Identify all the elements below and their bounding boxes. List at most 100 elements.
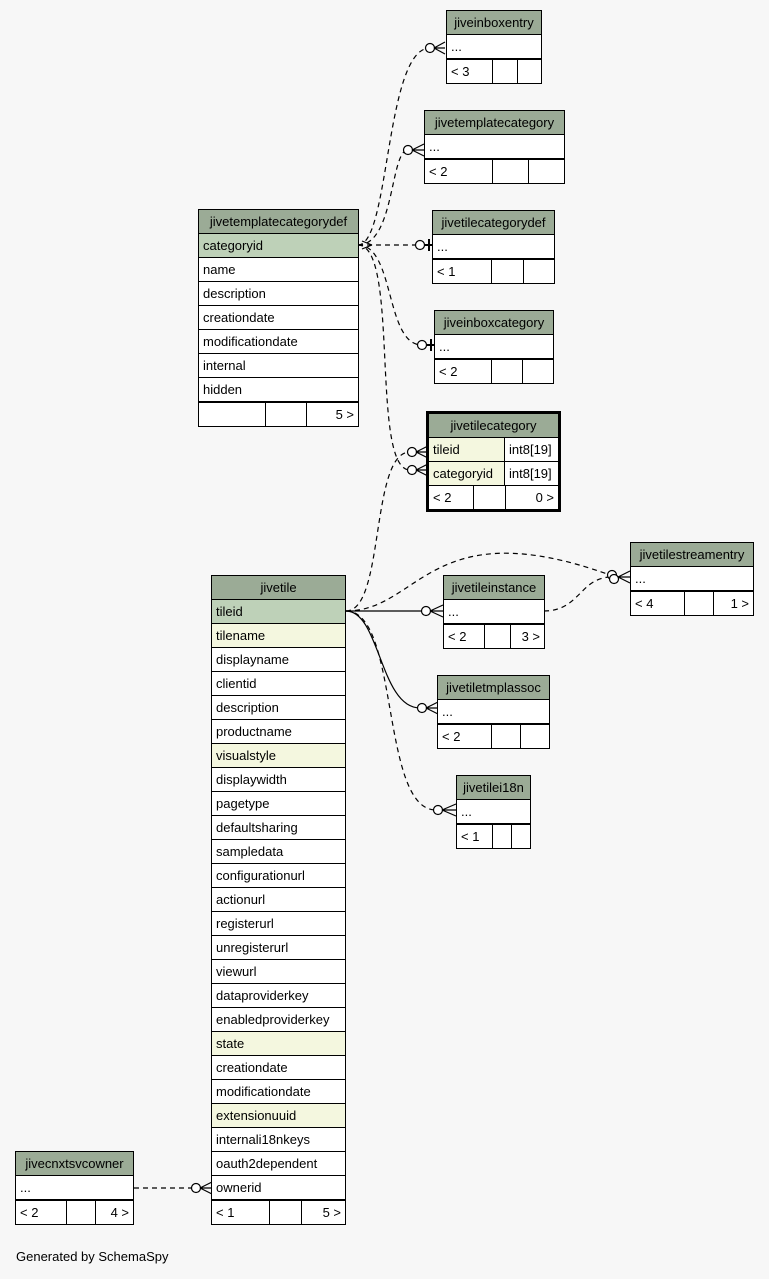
parent-count[interactable]: < 3 (451, 64, 470, 79)
column-row: displaywidth (212, 768, 345, 792)
child-count[interactable]: 3 > (510, 625, 544, 648)
table-jivetileinstance[interactable]: jivetileinstance ... < 2 3 > (443, 575, 545, 649)
link-tileid-to-jivetilecategory (345, 451, 411, 612)
parent-count[interactable]: < 2 (429, 164, 448, 179)
primary-key-column: categoryid (199, 234, 358, 258)
parent-count[interactable]: < 1 (216, 1205, 235, 1220)
table-title[interactable]: jivetilei18n (457, 776, 530, 800)
column-type: int8[19] (504, 462, 558, 485)
table-title[interactable]: jivecnxtsvcowner (16, 1152, 133, 1176)
column-row: ... (435, 335, 553, 359)
table-title[interactable]: jivetilecategorydef (433, 211, 554, 235)
child-count[interactable]: 5 > (306, 403, 358, 426)
link-to-jiveinboxcategory (357, 244, 423, 346)
column-row: internali18nkeys (212, 1128, 345, 1152)
parent-count (199, 403, 265, 426)
table-jivetemplatecategory[interactable]: jivetemplatecategory ... < 2 (424, 110, 565, 184)
link-instance-to-streamentry (543, 576, 613, 612)
table-title[interactable]: jivetemplatecategorydef (199, 210, 358, 234)
table-title[interactable]: jiveinboxentry (447, 11, 541, 35)
column-row: enabledproviderkey (212, 1008, 345, 1032)
column-row: productname (212, 720, 345, 744)
parent-count[interactable]: < 4 (635, 596, 654, 611)
footer-blank (484, 625, 510, 648)
table-footer: < 2 3 > (444, 624, 544, 648)
indexed-column: tilename (212, 624, 345, 648)
footer-blank (492, 60, 517, 83)
link-tileid-to-jivetiletmplassoc (345, 610, 421, 709)
column-row: ... (425, 135, 564, 159)
column-row: ... (438, 700, 549, 724)
table-title[interactable]: jivetiletmplassoc (438, 676, 549, 700)
column-row: displayname (212, 648, 345, 672)
column-row: ... (631, 567, 753, 591)
child-count[interactable]: 5 > (301, 1201, 345, 1224)
footer-blank (492, 825, 511, 848)
child-count[interactable] (522, 360, 553, 383)
parent-count[interactable]: < 2 (20, 1205, 39, 1220)
child-count: 0 > (505, 486, 558, 509)
table-title[interactable]: jivetemplatecategory (425, 111, 564, 135)
table-jivetilecategory[interactable]: jivetilecategory tileid int8[19] categor… (426, 411, 561, 512)
parent-count[interactable]: < 2 (442, 729, 461, 744)
column-row: ... (447, 35, 541, 59)
table-jivetilecategorydef[interactable]: jivetilecategorydef ... < 1 (432, 210, 555, 284)
column-row: modificationdate (212, 1080, 345, 1104)
footer-blank (492, 160, 528, 183)
footer-blank (269, 1201, 301, 1224)
table-title[interactable]: jiveinboxcategory (435, 311, 553, 335)
table-jivetiletmplassoc[interactable]: jivetiletmplassoc ... < 2 (437, 675, 550, 749)
column-row: configurationurl (212, 864, 345, 888)
child-count[interactable] (523, 260, 554, 283)
footer-blank (265, 403, 306, 426)
column-row: sampledata (212, 840, 345, 864)
table-jivetilestreamentry[interactable]: jivetilestreamentry ... < 4 1 > (630, 542, 754, 616)
footer-blank (684, 592, 713, 615)
table-jiveinboxentry[interactable]: jiveinboxentry ... < 3 (446, 10, 542, 84)
link-to-jiveinboxentry (357, 47, 431, 246)
child-count[interactable] (528, 160, 564, 183)
column-row: modificationdate (199, 330, 358, 354)
parent-count[interactable]: < 1 (437, 264, 456, 279)
footer-blank (491, 260, 523, 283)
parent-count[interactable]: < 2 (439, 364, 458, 379)
table-footer: < 4 1 > (631, 591, 753, 615)
column-row: ownerid (212, 1176, 345, 1200)
parent-count[interactable]: < 1 (461, 829, 480, 844)
generated-by-note: Generated by SchemaSpy (16, 1249, 169, 1264)
column-row: creationdate (212, 1056, 345, 1080)
table-title[interactable]: jivetilestreamentry (631, 543, 753, 567)
column-row: defaultsharing (212, 816, 345, 840)
parent-count[interactable]: < 2 (448, 629, 467, 644)
parent-count[interactable]: < 2 (433, 490, 452, 505)
table-footer: 5 > (199, 402, 358, 426)
column-row: description (212, 696, 345, 720)
column-name: tileid (429, 438, 504, 461)
indexed-column: extensionuuid (212, 1104, 345, 1128)
table-jivecnxtsvcowner[interactable]: jivecnxtsvcowner ... < 2 4 > (15, 1151, 134, 1225)
table-jivetemplatecategorydef[interactable]: jivetemplatecategorydef categoryid name … (198, 209, 359, 427)
child-count[interactable]: 1 > (713, 592, 753, 615)
child-count[interactable]: 4 > (95, 1201, 133, 1224)
column-row: categoryid int8[19] (429, 462, 558, 485)
indexed-column: visualstyle (212, 744, 345, 768)
child-count[interactable] (517, 60, 541, 83)
table-jivetilei18n[interactable]: jivetilei18n ... < 1 (456, 775, 531, 849)
column-row: ... (433, 235, 554, 259)
column-row: actionurl (212, 888, 345, 912)
table-title[interactable]: jivetileinstance (444, 576, 544, 600)
table-title[interactable]: jivetilecategory (429, 414, 558, 438)
child-count (511, 825, 530, 848)
table-jivetile[interactable]: jivetile tileid tilename displayname cli… (211, 575, 346, 1225)
column-row: description (199, 282, 358, 306)
column-row: clientid (212, 672, 345, 696)
table-jiveinboxcategory[interactable]: jiveinboxcategory ... < 2 (434, 310, 554, 384)
column-row: viewurl (212, 960, 345, 984)
column-row: name (199, 258, 358, 282)
footer-blank (491, 725, 520, 748)
table-footer: < 1 (457, 824, 530, 848)
table-title[interactable]: jivetile (212, 576, 345, 600)
column-row: creationdate (199, 306, 358, 330)
column-row: registerurl (212, 912, 345, 936)
